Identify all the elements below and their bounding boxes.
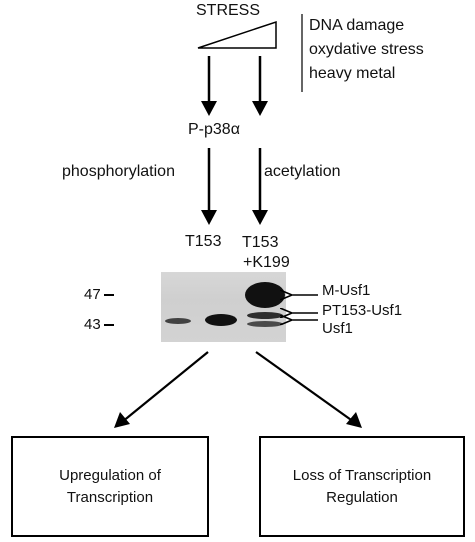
arrow-to-upregulation	[121, 351, 209, 423]
outcome-box-upregulation: Upregulation of Transcription	[11, 436, 209, 537]
outcome-loss-line2: Regulation	[326, 488, 398, 506]
arrowhead-stress-right	[252, 101, 268, 116]
arrowhead-phosphorylation	[201, 210, 217, 225]
mw-marker-47: 47	[84, 286, 101, 303]
lane-label-t153-k199-line1: T153	[242, 234, 279, 251]
arrowhead-stress-left	[201, 101, 217, 116]
western-blot-image	[161, 272, 286, 342]
outcome-box-loss-of-regulation: Loss of Transcription Regulation	[259, 436, 465, 537]
lane-label-t153-k199-line2: +K199	[243, 254, 290, 271]
stress-type-heavy-metal: heavy metal	[309, 65, 396, 82]
blot-band-lane2	[205, 314, 237, 326]
mw-marker-43: 43	[84, 316, 101, 333]
lane-label-t153: T153	[185, 233, 222, 250]
stress-type-dna-damage: DNA damage	[309, 17, 405, 34]
outcome-upregulation-line2: Transcription	[66, 488, 154, 506]
arrow-to-loss-of-regulation	[255, 351, 355, 423]
arrowhead-acetylation	[252, 210, 268, 225]
acetylation-label: acetylation	[264, 163, 341, 180]
lane-label-t153-k199: T153 +K199	[242, 233, 290, 273]
stress-type-list: DNA damage oxydative stress heavy metal	[309, 14, 424, 86]
outcome-loss-line1: Loss of Transcription	[292, 466, 432, 484]
stress-label: STRESS	[196, 2, 261, 19]
stress-type-oxidative: oxydative stress	[309, 41, 424, 58]
band-label-m-usf1: M-Usf1	[322, 282, 371, 299]
band-label-usf1: Usf1	[322, 320, 353, 337]
kinase-label: P-p38α	[188, 121, 240, 138]
blot-band-lane1	[165, 318, 191, 324]
blot-band-lane3-m-usf1	[245, 282, 285, 308]
band-label-pt153-usf1: PT153-Usf1	[322, 302, 403, 319]
outcome-upregulation-line1: Upregulation of	[59, 466, 161, 484]
blot-band-lane3-usf1	[247, 321, 283, 327]
blot-band-lane3-pt153	[247, 312, 283, 319]
arrowhead-to-loss-of-regulation	[346, 412, 362, 428]
phosphorylation-label: phosphorylation	[62, 163, 175, 180]
stress-gradient-wedge	[197, 20, 277, 49]
arrowhead-to-upregulation	[114, 412, 130, 428]
